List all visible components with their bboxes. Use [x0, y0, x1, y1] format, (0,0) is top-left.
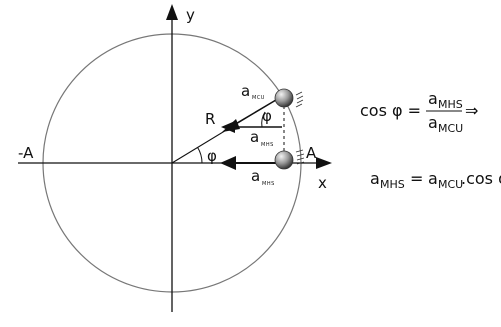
a-mhs-lower-arrowhead	[220, 156, 236, 170]
a-mhs-upper-arrowhead	[221, 121, 235, 133]
lower-ball-hatch	[295, 149, 305, 165]
a-mhs-lower-subscript: MHS	[262, 181, 275, 187]
upper-ball-hatch	[295, 91, 304, 108]
pos-amplitude-label: A	[306, 144, 317, 162]
eq2-rhs-rest: .cos φ	[461, 169, 501, 188]
eq2-rhs-a: a	[428, 169, 438, 188]
eq1-denominator-sub: MCU	[438, 122, 463, 135]
eq1-numerator-sub: MHS	[438, 98, 463, 111]
angle-label-ball: φ	[262, 107, 272, 125]
eq2-equals: =	[410, 169, 423, 188]
lower-ball	[274, 150, 294, 170]
eq2-lhs: a	[370, 169, 380, 188]
y-axis-arrowhead	[166, 4, 178, 20]
a-mhs-lower-label: a	[251, 167, 260, 185]
x-axis-arrowhead	[316, 157, 332, 169]
angle-label-origin: φ	[207, 147, 217, 165]
neg-amplitude-label: -A	[18, 144, 34, 162]
eq2-lhs-sub: MHS	[380, 178, 405, 191]
y-axis-label: y	[186, 6, 195, 24]
a-mhs-upper-subscript: MHS	[261, 142, 274, 148]
a-mhs-upper-label: a	[250, 128, 259, 146]
x-axis-label: x	[318, 174, 327, 192]
equation-amhs: a MHS = a MCU .cos φ	[370, 169, 501, 191]
eq1-numerator: a	[428, 89, 438, 108]
a-mcu-subscript: MCU	[252, 95, 265, 101]
angle-arc-ball	[261, 111, 266, 128]
upper-ball	[274, 88, 294, 108]
eq1-denominator: a	[428, 113, 438, 132]
a-mcu-arrow-shaft	[231, 99, 277, 127]
eq1-implies: ⇒	[465, 101, 478, 120]
eq1-lhs: cos φ =	[360, 101, 421, 120]
equation-cos-ratio: cos φ = a MHS a MCU ⇒	[360, 89, 478, 135]
angle-arc-origin	[197, 147, 203, 164]
radius-label: R	[205, 110, 215, 128]
a-mcu-label: a	[241, 82, 250, 100]
eq2-rhs-a-sub: MCU	[438, 178, 463, 191]
